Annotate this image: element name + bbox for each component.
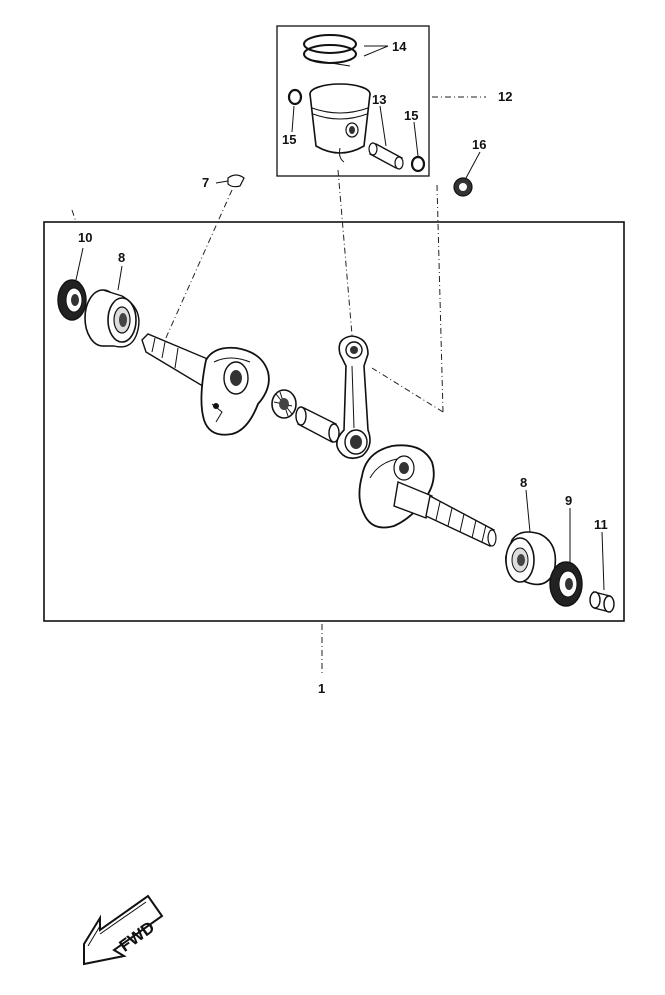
callout-labels: 1 7 8 8 9 10 11 12 13 14 15 15 16 (78, 39, 608, 696)
alignment-lines (71, 96, 486, 676)
callout-15-right: 15 (404, 108, 418, 123)
callout-1: 1 (318, 681, 325, 696)
callout-12: 12 (498, 89, 512, 104)
crank-pin (295, 406, 340, 444)
part-8-bearing-left (84, 289, 140, 348)
callout-7: 7 (202, 175, 209, 190)
callout-16: 16 (472, 137, 486, 152)
part-14-piston-rings (303, 34, 357, 67)
part-8-bearing-right (505, 531, 557, 586)
connecting-rod (336, 335, 371, 460)
part-16-small-end-bearing (453, 177, 473, 197)
piston-assembly-frame (276, 25, 430, 177)
callout-10: 10 (78, 230, 92, 245)
fwd-arrow-icon: FWD (83, 894, 164, 966)
part-10-oil-seal (57, 279, 87, 321)
crankshaft-left-half (141, 333, 270, 436)
part-11-collar (589, 591, 615, 613)
part-15-circlip-left (287, 88, 303, 106)
callout-11: 11 (594, 517, 608, 532)
callout-8-right: 8 (520, 475, 527, 490)
part-15-circlip-right (410, 155, 426, 173)
needle-bearing (271, 389, 297, 419)
callout-8-left: 8 (118, 250, 125, 265)
crankshaft-right-half (358, 444, 497, 547)
crankshaft-assembly-frame (43, 221, 625, 622)
callout-14: 14 (392, 39, 407, 54)
callout-leaders (75, 45, 605, 591)
callout-9: 9 (565, 493, 572, 508)
callout-13: 13 (372, 92, 386, 107)
part-9-oil-seal (549, 561, 583, 607)
part-13-piston-pin (368, 142, 404, 170)
piston (309, 83, 371, 163)
part-7-woodruff-key (227, 174, 245, 188)
callout-15-left: 15 (282, 132, 296, 147)
